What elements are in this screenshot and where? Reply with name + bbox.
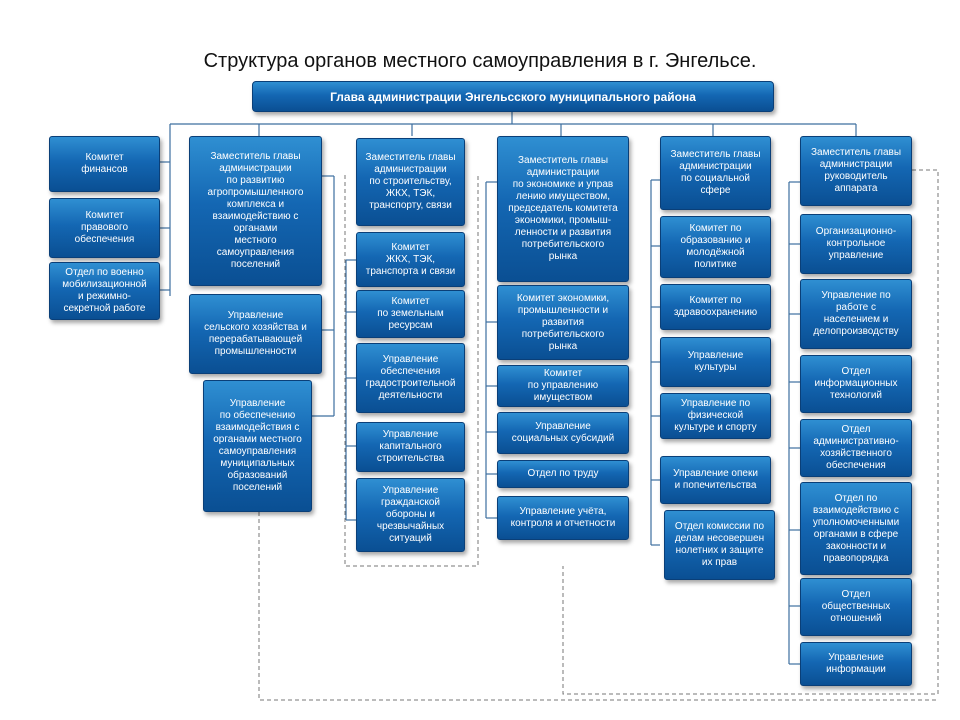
- capital-construction-box[interactable]: Управление капитального строительства: [356, 422, 465, 472]
- sport-department-box[interactable]: Управление по физической культуре и спор…: [660, 393, 771, 439]
- education-committee-box[interactable]: Комитет по образованию и молодёжной поли…: [660, 216, 771, 278]
- military-department-box[interactable]: Отдел по военно мобилизационной и режимн…: [49, 262, 160, 320]
- civil-defense-box[interactable]: Управление гражданской обороны и чрезвыч…: [356, 478, 465, 552]
- urban-planning-box[interactable]: Управление обеспечения градостроительной…: [356, 343, 465, 413]
- head-box[interactable]: Глава администрации Энгельсского муницип…: [252, 81, 774, 112]
- law-enforcement-interaction-box[interactable]: Отдел по взаимодействию с уполномоченным…: [800, 482, 912, 575]
- accounting-department-box[interactable]: Управление учёта, контроля и отчетности: [497, 496, 629, 540]
- municipal-interaction-box[interactable]: Управление по обеспечению взаимодействия…: [203, 380, 312, 512]
- population-work-box[interactable]: Управление по работе с населением и дело…: [800, 279, 912, 349]
- it-department-box[interactable]: Отдел информационных технологий: [800, 355, 912, 413]
- public-relations-box[interactable]: Отдел общественных отношений: [800, 578, 912, 636]
- administrative-department-box[interactable]: Отдел административно- хозяйственного об…: [800, 419, 912, 477]
- legal-committee-box[interactable]: Комитет правового обеспечения: [49, 198, 160, 258]
- land-committee-box[interactable]: Комитет по земельным ресурсам: [356, 290, 465, 338]
- social-subsidies-box[interactable]: Управление социальных субсидий: [497, 412, 629, 454]
- culture-department-box[interactable]: Управление культуры: [660, 337, 771, 387]
- information-department-box[interactable]: Управление информации: [800, 642, 912, 686]
- economy-committee-box[interactable]: Комитет экономики, промышленности и разв…: [497, 285, 629, 360]
- property-committee-box[interactable]: Комитет по управлению имуществом: [497, 365, 629, 407]
- deputy-apparatus-box[interactable]: Заместитель главы администрации руководи…: [800, 136, 912, 206]
- deputy-economy-box[interactable]: Заместитель главы администрации по эконо…: [497, 136, 629, 282]
- labor-department-box[interactable]: Отдел по труду: [497, 460, 629, 488]
- guardianship-department-box[interactable]: Управление опеки и попечительства: [660, 456, 771, 504]
- juvenile-commission-box[interactable]: Отдел комиссии по делам несовершен нолет…: [664, 510, 775, 580]
- agriculture-department-box[interactable]: Управление сельского хозяйства и перераб…: [189, 294, 322, 374]
- deputy-construction-box[interactable]: Заместитель главы администрации по строи…: [356, 138, 465, 226]
- finance-committee-box[interactable]: Комитет финансов: [49, 136, 160, 192]
- deputy-agro-box[interactable]: Заместитель главы администрации по разви…: [189, 136, 322, 286]
- deputy-social-box[interactable]: Заместитель главы администрации по социа…: [660, 136, 771, 210]
- diagram-title: Структура органов местного самоуправлени…: [203, 50, 757, 72]
- housing-committee-box[interactable]: Комитет ЖКХ, ТЭК, транспорта и связи: [356, 232, 465, 287]
- organization-control-box[interactable]: Организационно- контрольное управление: [800, 214, 912, 274]
- health-committee-box[interactable]: Комитет по здравоохранению: [660, 284, 771, 330]
